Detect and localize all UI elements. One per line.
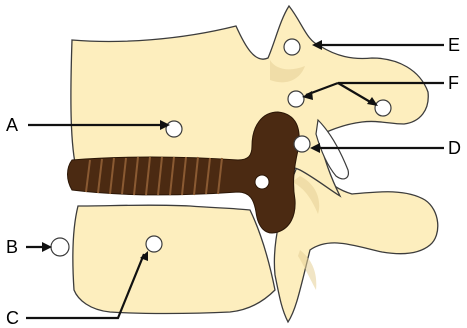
lower-vertebral-body — [73, 205, 275, 313]
label-a: A — [6, 115, 18, 135]
label-b: B — [6, 237, 18, 257]
marker-f-right — [375, 100, 391, 116]
marker-b — [51, 238, 69, 256]
label-d: D — [448, 138, 461, 158]
foramen-hole — [255, 175, 269, 189]
label-f: F — [448, 73, 459, 93]
marker-f-left — [288, 91, 304, 107]
label-c: C — [6, 308, 19, 328]
marker-c — [146, 236, 162, 252]
label-e: E — [448, 35, 460, 55]
marker-d — [294, 136, 310, 152]
marker-e — [284, 39, 300, 55]
marker-a — [166, 121, 182, 137]
